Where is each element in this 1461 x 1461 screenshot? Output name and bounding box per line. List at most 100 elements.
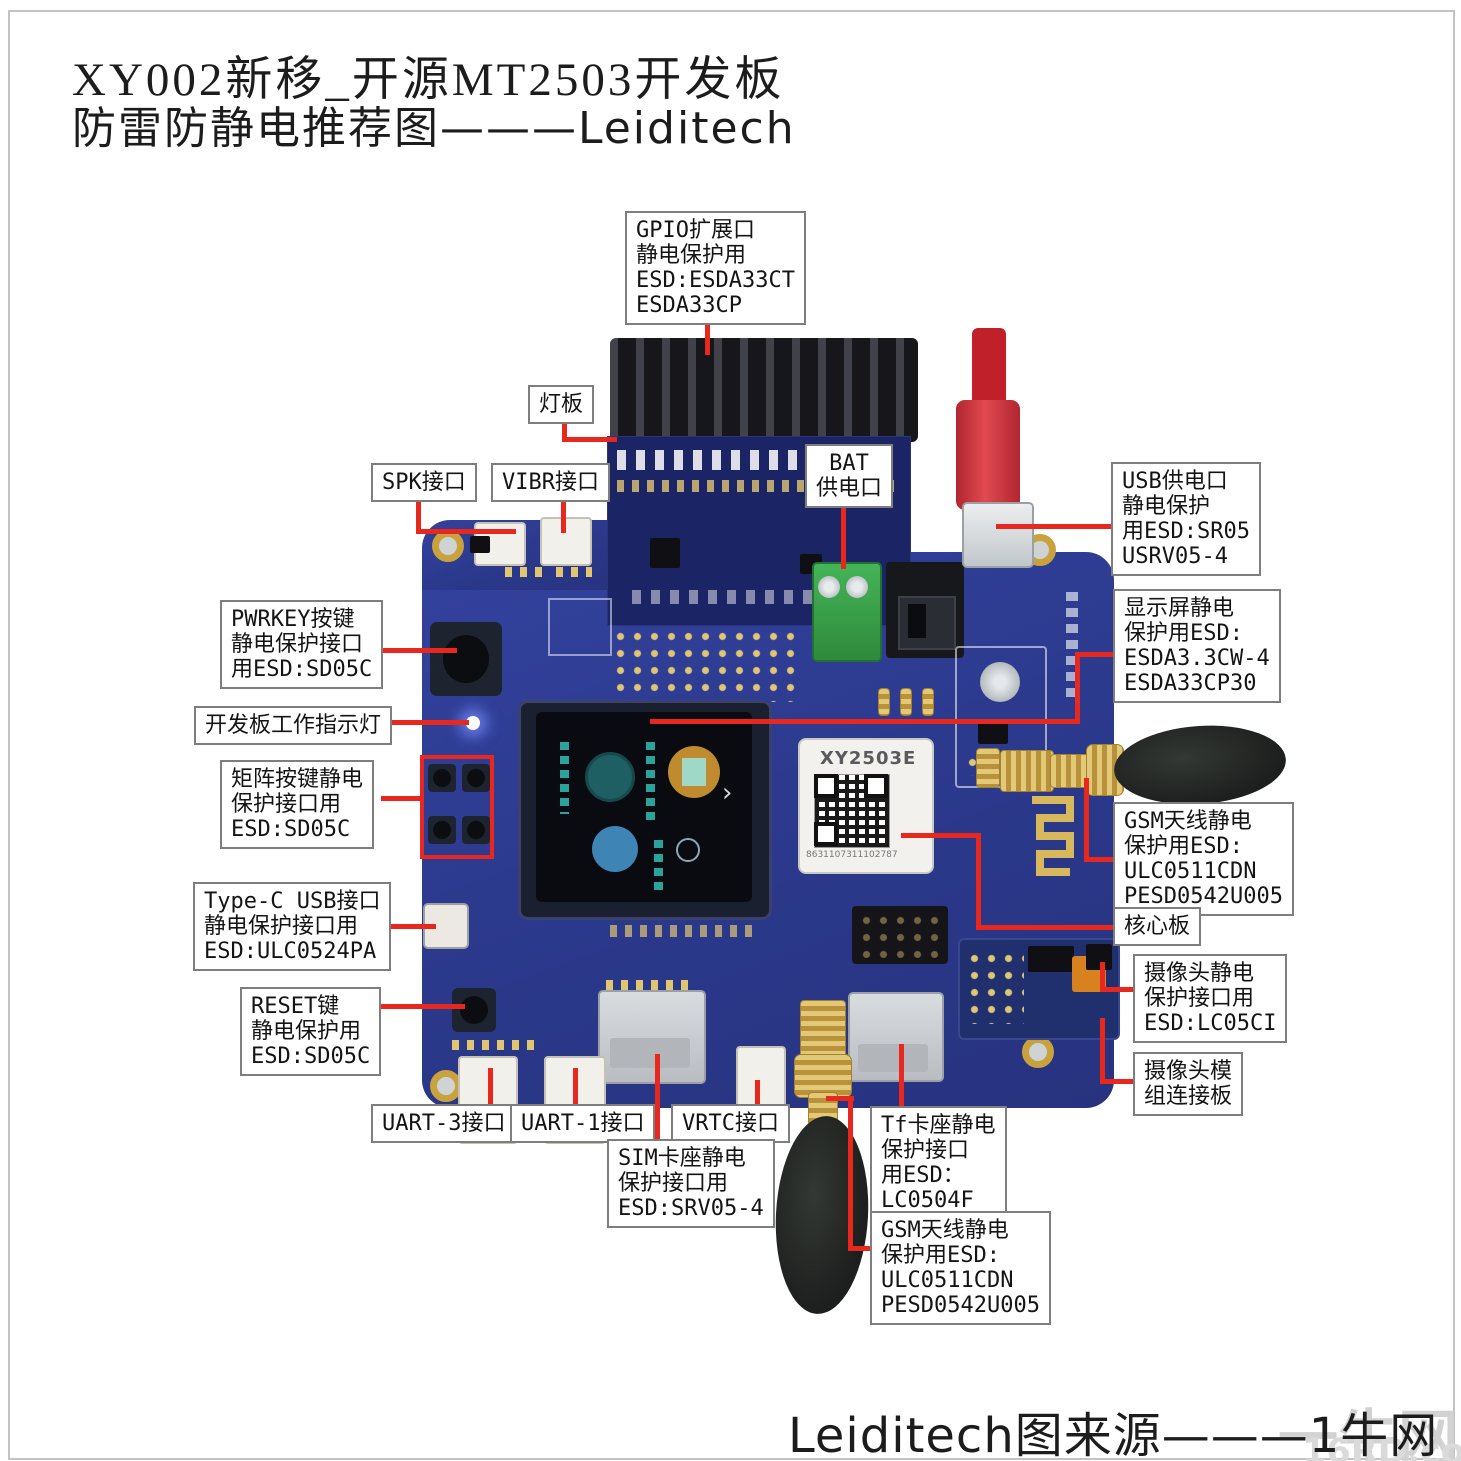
callout-uart3: UART-3接口	[371, 1104, 517, 1143]
matrix-key-1	[428, 764, 456, 792]
work-indicator-led	[466, 716, 480, 730]
leader-line-vibr	[561, 497, 566, 533]
callout-typec: Type-C USB接口 静电保护接口用 ESD:ULC0524PA	[193, 882, 392, 971]
lamp-board-chip	[650, 538, 680, 568]
bat-screw-2	[846, 576, 868, 598]
leader-line-tf	[899, 1044, 904, 1107]
callout-usb: USB供电口 静电保护 用ESD:SR05 USRV05-4	[1111, 462, 1261, 576]
leader-line-usb	[996, 524, 1111, 529]
callout-indicator: 开发板工作指示灯	[194, 706, 393, 745]
screen-text-column-1	[560, 742, 569, 814]
sma-right-base	[1000, 750, 1054, 792]
resistor-1	[878, 688, 890, 716]
leader-line-gsmb-v	[848, 1096, 853, 1251]
box-header-pins	[858, 912, 942, 958]
mounting-hole-top-left	[432, 530, 464, 562]
leader-line-lamp-h	[562, 437, 617, 442]
leader-line-core-h2	[976, 925, 1115, 930]
vibr-pads	[556, 567, 592, 577]
screen-chevron: ›	[722, 778, 733, 808]
leader-line-lamp-v	[562, 421, 567, 442]
sim-card-edge	[610, 1038, 690, 1068]
leader-line-uart1	[573, 1068, 578, 1105]
leader-line-camesd-v	[1100, 962, 1105, 992]
screen-icon-photo-square	[682, 758, 706, 786]
source-credit: Leiditech图来源———1牛网	[788, 1408, 1439, 1461]
xy2503e-label: XY2503E	[820, 748, 917, 769]
leader-line-typec	[384, 924, 436, 929]
reset-pads	[452, 1040, 540, 1050]
leader-line-camesd-h	[1100, 987, 1135, 992]
qr-eye-1	[814, 774, 838, 798]
leader-line-gsmt-v	[1084, 778, 1089, 862]
xy2503e-serial: 8631107311102787	[806, 850, 898, 860]
leader-line-gpio	[705, 311, 710, 355]
callout-bat: BAT 供电口	[805, 444, 894, 508]
leader-line-gsmb-h2	[848, 1246, 872, 1251]
watermark-site-url: 16RD.com	[1302, 1432, 1461, 1461]
callout-camera-board: 摄像头模 组连接板	[1133, 1052, 1244, 1116]
leader-line-core-h1	[901, 833, 981, 838]
mounting-hole-bottom-right	[1022, 1036, 1054, 1068]
resistor-2	[900, 688, 912, 716]
leader-line-vrtc	[755, 1080, 760, 1105]
leader-line-gsmt-h	[1084, 857, 1115, 862]
leader-line-camboard-h	[1100, 1079, 1135, 1084]
bat-screw-1	[818, 576, 840, 598]
leader-line-display-h1	[650, 719, 1080, 724]
diagram-title-line2: 防雷防静电推荐图———Leiditech	[72, 103, 796, 154]
pcb-meander-antenna	[1032, 796, 1074, 876]
spk-pads	[505, 567, 543, 577]
callout-core: 核心板	[1113, 907, 1202, 946]
callout-display: 显示屏静电 保护用ESD: ESDA3.3CW-4 ESDA33CP30	[1113, 589, 1281, 703]
leader-line-matrix	[381, 796, 422, 801]
pad-row-below-lcd	[610, 925, 760, 937]
box-header-2x5	[852, 906, 948, 964]
leader-line-core-v	[976, 833, 981, 930]
resistor-3	[922, 688, 934, 716]
usb-port-shell	[962, 502, 1034, 568]
qr-eye-3	[814, 822, 838, 846]
sma-bottom-nut	[794, 1054, 852, 1098]
leader-line-reset	[381, 1004, 465, 1009]
ufl-connector	[976, 748, 1000, 788]
leader-line-indicator	[381, 720, 469, 725]
watermark-site-name: 一牛网	[1278, 1404, 1458, 1461]
callout-lamp: 灯板	[528, 385, 595, 424]
leader-line-gsmb-h1	[826, 1096, 854, 1101]
sim-card-holder	[598, 990, 706, 1084]
leader-line-spk-h	[416, 529, 516, 534]
sim-pins	[606, 980, 694, 990]
leader-line-uart3	[488, 1068, 493, 1105]
callout-sim: SIM卡座静电 保护接口用 ESD:SRV05-4	[607, 1139, 775, 1228]
matrix-key-3	[428, 816, 456, 844]
callout-spk: SPK接口	[371, 463, 477, 502]
gpio-header-block	[610, 338, 918, 442]
callout-vibr: VIBR接口	[491, 463, 610, 502]
leader-line-pwrkey	[383, 648, 457, 653]
leader-line-sim	[655, 1054, 660, 1140]
page-border	[8, 10, 1455, 1460]
camera-board-holes	[966, 950, 1024, 1024]
lcd-screen	[536, 712, 752, 902]
capacitor	[980, 662, 1020, 702]
expansion-socket-grid	[612, 628, 796, 702]
tf-card-edge	[858, 1044, 928, 1072]
callout-gpio: GPIO扩展口 静电保护用 ESD:ESDA33CT ESDA33CP	[625, 211, 806, 325]
callout-gsm-top: GSM天线静电 保护用ESD: ULC0511CDN PESD0542U005	[1113, 802, 1294, 916]
leader-line-camboard-v	[1100, 1018, 1105, 1084]
screen-text-column-2	[646, 742, 655, 826]
leader-line-spk-v	[416, 497, 421, 534]
callout-reset: RESET键 静电保护用 ESD:SD05C	[240, 987, 382, 1076]
silk-outline-box	[548, 598, 612, 656]
camera-module	[1086, 944, 1112, 970]
matrix-key-4	[462, 816, 490, 844]
sma-bottom-barrel	[800, 1000, 846, 1060]
vrtc-connector	[736, 1046, 786, 1110]
leader-line-display-v	[1075, 652, 1080, 724]
slide-switch-frame	[898, 596, 956, 650]
matrix-keys-outline	[420, 755, 494, 859]
camera-connector	[1028, 946, 1074, 972]
sma-right-barrel	[1050, 754, 1090, 788]
